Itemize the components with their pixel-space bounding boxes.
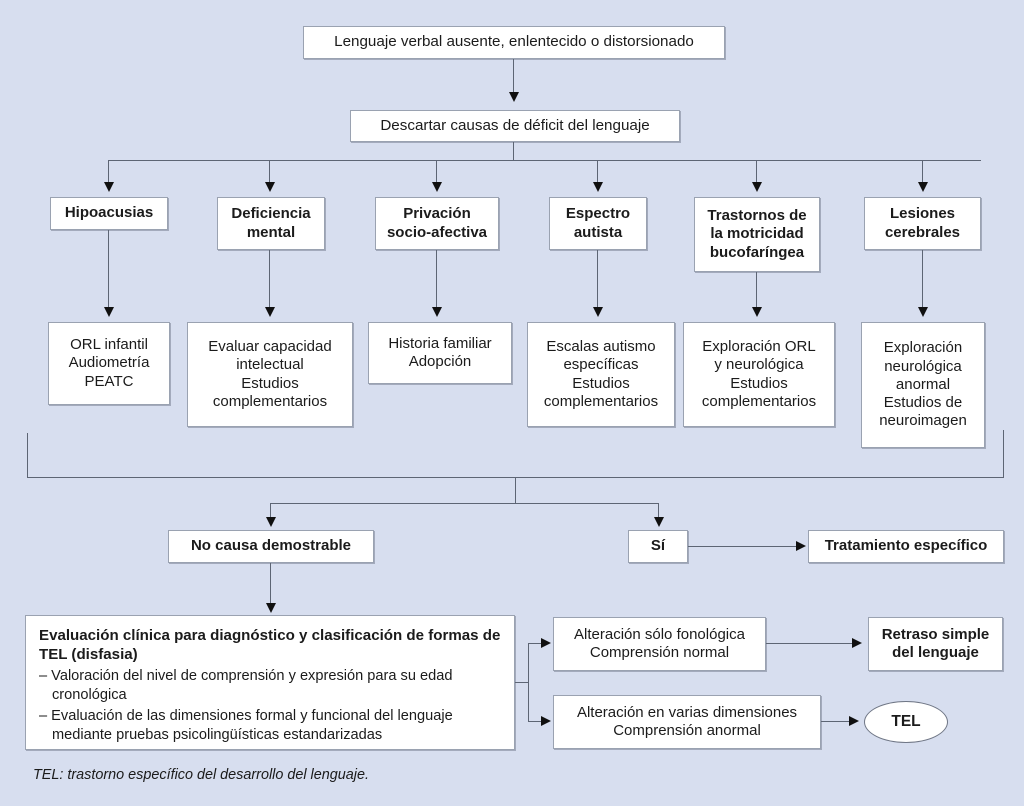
node-tratamiento-especifico: Tratamiento específico — [808, 530, 1004, 563]
figure-footnote: TEL: trastorno específico del desarrollo… — [33, 767, 369, 783]
node-cause-hipoacusias-label: Hipoacusias — [64, 204, 154, 222]
arrowhead-hipoacusias-to-workup — [103, 307, 114, 317]
node-finding-varias-dimensiones: Alteración en varias dimensiones Compren… — [553, 695, 821, 749]
node-si-label: Sí — [650, 537, 666, 555]
node-result-tel-label: TEL — [891, 713, 921, 730]
node-result-retraso-simple-label: Retraso simple del lenguaje — [881, 625, 990, 661]
node-no-causa-demostrable-label: No causa demostrable — [190, 537, 352, 555]
connector-split-bar — [270, 503, 659, 505]
arrowhead-motricidad-to-workup — [751, 307, 762, 317]
connector-start-to-step2 — [513, 59, 515, 95]
connector-motricidad-to-workup — [756, 272, 758, 312]
arrowhead-lesiones-to-workup — [917, 307, 928, 317]
connector-fonologica-to-retraso — [766, 643, 854, 645]
connector-drop-lesiones — [922, 160, 924, 185]
connector-drop-privacion — [436, 160, 438, 185]
node-workup-espectro: Escalas autismo específicas Estudios com… — [527, 322, 675, 427]
connector-to-fonologica — [528, 643, 543, 645]
node-workup-lesiones: Exploración neurológica anormal Estudios… — [861, 322, 985, 448]
arrowhead-si-to-tratamiento — [796, 541, 806, 551]
connector-split-right — [658, 503, 660, 520]
arrowhead-deficiencia-to-workup — [264, 307, 275, 317]
node-descartar-causas-label: Descartar causas de déficit del lenguaje — [380, 116, 650, 134]
connector-deficiencia-to-workup — [269, 250, 271, 312]
connector-privacion-to-workup — [436, 250, 438, 312]
node-workup-motricidad-label: Exploración ORL y neurológica Estudios c… — [701, 337, 817, 410]
node-cause-motricidad-label: Trastornos de la motricidad bucofaríngea — [707, 207, 807, 261]
connector-varias-to-tel — [821, 721, 851, 723]
node-finding-fonologica: Alteración sólo fonológica Comprensión n… — [553, 617, 766, 671]
node-start: Lenguaje verbal ausente, enlentecido o d… — [303, 26, 725, 59]
evaluacion-bullet-2: – Evaluación de las dimensiones formal y… — [39, 707, 453, 744]
node-cause-lesiones-label: Lesiones cerebrales — [884, 205, 961, 241]
connector-split-left — [270, 503, 272, 520]
connector-collector-right-riser — [1003, 430, 1005, 478]
node-cause-deficiencia-label: Deficiencia mental — [231, 205, 311, 241]
node-workup-privacion-label: Historia familiar Adopción — [388, 334, 492, 370]
connector-drop-hipoacusias — [108, 160, 110, 185]
node-workup-espectro-label: Escalas autismo específicas Estudios com… — [543, 337, 659, 410]
arrowhead-drop-espectro — [592, 182, 603, 192]
connector-drop-deficiencia — [269, 160, 271, 185]
arrowhead-privacion-to-workup — [431, 307, 442, 317]
node-start-label: Lenguaje verbal ausente, enlentecido o d… — [334, 33, 694, 51]
node-workup-motricidad: Exploración ORL y neurológica Estudios c… — [683, 322, 835, 427]
arrowhead-drop-motricidad — [751, 182, 762, 192]
node-finding-varias-dimensiones-label: Alteración en varias dimensiones Compren… — [576, 703, 798, 739]
arrowhead-start-to-step2 — [508, 92, 519, 102]
arrowhead-split-right — [653, 517, 664, 527]
node-descartar-causas: Descartar causas de déficit del lenguaje — [350, 110, 680, 142]
node-workup-privacion: Historia familiar Adopción — [368, 322, 512, 384]
node-result-tel: TEL — [864, 701, 948, 743]
node-cause-espectro-label: Espectro autista — [565, 205, 631, 241]
arrowhead-drop-lesiones — [917, 182, 928, 192]
node-si: Sí — [628, 530, 688, 563]
node-no-causa-demostrable: No causa demostrable — [168, 530, 374, 563]
node-cause-privacion-label: Privación socio-afectiva — [386, 205, 488, 241]
connector-drop-motricidad — [756, 160, 758, 185]
node-workup-lesiones-label: Exploración neurológica anormal Estudios… — [879, 339, 967, 430]
node-workup-deficiencia-label: Evaluar capacidad intelectual Estudios c… — [208, 337, 332, 410]
connector-to-varias-dimensiones — [528, 721, 543, 723]
evaluacion-heading: Evaluación clínica para diagnóstico y cl… — [39, 627, 501, 664]
node-cause-privacion: Privación socio-afectiva — [375, 197, 499, 250]
arrowhead-no-causa-to-evaluacion — [265, 603, 276, 613]
node-cause-espectro: Espectro autista — [549, 197, 647, 250]
arrowhead-split-left — [265, 517, 276, 527]
arrowhead-drop-privacion — [431, 182, 442, 192]
connector-drop-espectro — [597, 160, 599, 185]
arrowhead-varias-to-tel — [849, 716, 859, 726]
arrowhead-drop-hipoacusias — [103, 182, 114, 192]
connector-espectro-to-workup — [597, 250, 599, 312]
node-result-retraso-simple: Retraso simple del lenguaje — [868, 617, 1003, 671]
node-workup-deficiencia: Evaluar capacidad intelectual Estudios c… — [187, 322, 353, 427]
evaluacion-bullet-1: – Valoración del nivel de comprensión y … — [39, 668, 453, 704]
connector-step2-stem — [513, 142, 515, 161]
connector-collector-stem — [515, 477, 517, 504]
node-cause-lesiones: Lesiones cerebrales — [864, 197, 981, 250]
connector-hipoacusias-to-workup — [108, 230, 110, 312]
connector-distributor-bar — [108, 160, 981, 162]
connector-evaluacion-riser — [528, 644, 530, 722]
connector-si-to-tratamiento — [688, 546, 798, 548]
arrowhead-drop-deficiencia — [264, 182, 275, 192]
node-evaluacion-clinica: Evaluación clínica para diagnóstico y cl… — [25, 615, 515, 750]
arrowhead-fonologica-to-retraso — [852, 638, 862, 648]
connector-no-causa-to-evaluacion — [270, 563, 272, 608]
node-finding-fonologica-label: Alteración sólo fonológica Comprensión n… — [574, 625, 745, 661]
connector-evaluacion-stub — [515, 682, 529, 684]
arrowhead-espectro-to-workup — [592, 307, 603, 317]
arrowhead-to-fonologica — [541, 638, 551, 648]
node-tratamiento-especifico-label: Tratamiento específico — [824, 537, 988, 555]
node-workup-hipoacusias-label: ORL infantil Audiometría PEATC — [68, 336, 150, 390]
arrowhead-to-varias-dimensiones — [541, 716, 551, 726]
connector-lesiones-to-workup — [922, 250, 924, 312]
node-cause-motricidad: Trastornos de la motricidad bucofaríngea — [694, 197, 820, 272]
node-workup-hipoacusias: ORL infantil Audiometría PEATC — [48, 322, 170, 405]
node-cause-hipoacusias: Hipoacusias — [50, 197, 168, 230]
connector-collector-left-riser — [27, 433, 29, 478]
node-cause-deficiencia: Deficiencia mental — [217, 197, 325, 250]
